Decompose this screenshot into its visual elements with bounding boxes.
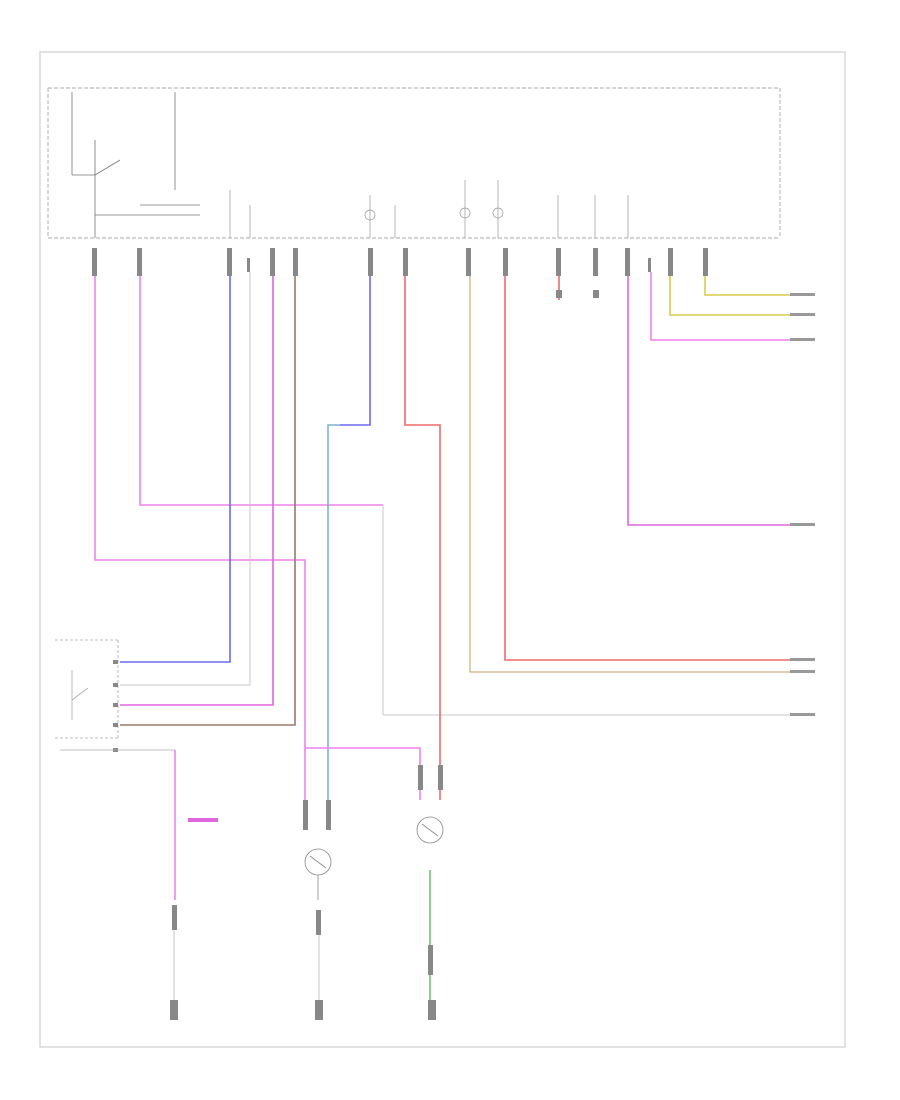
wire-yellow-2: [704, 276, 790, 296]
wire-pink-2: [139, 276, 383, 506]
connector-arrow: [188, 818, 218, 822]
wire-blue-2: [340, 276, 371, 426]
wire-brown-1: [120, 276, 296, 726]
lamp-1: [304, 848, 332, 900]
wire-tan-1: [469, 276, 790, 673]
wire-pink-4: [650, 272, 790, 341]
lamp-2: [416, 816, 444, 844]
lower-connectors: [172, 765, 443, 975]
switch-assembly: [55, 639, 119, 739]
control-module-box: [47, 87, 781, 239]
wire-blue-1: [120, 276, 231, 663]
wire-red-1: [404, 276, 441, 800]
wire-yellow-1: [669, 276, 790, 316]
wire-pink-6: [305, 747, 421, 800]
ground-splice: [556, 290, 599, 298]
wire-red-2: [504, 276, 790, 661]
wire-magenta-1: [627, 276, 790, 526]
ground-symbols: [170, 1000, 436, 1020]
module-internal-wiring: [229, 180, 629, 238]
wire-pink-3: [120, 276, 274, 706]
wire-lightblue-1: [327, 424, 340, 800]
internal-switch-1: [71, 92, 121, 238]
module-connectors: [92, 248, 708, 276]
right-edge-terminals: [790, 293, 815, 716]
ground-leads: [173, 930, 320, 1000]
internal-switch-2: [95, 92, 200, 216]
wire-pink-1: [94, 276, 306, 800]
diagram-border: [39, 51, 846, 1048]
wire-gray-3: [120, 272, 251, 686]
